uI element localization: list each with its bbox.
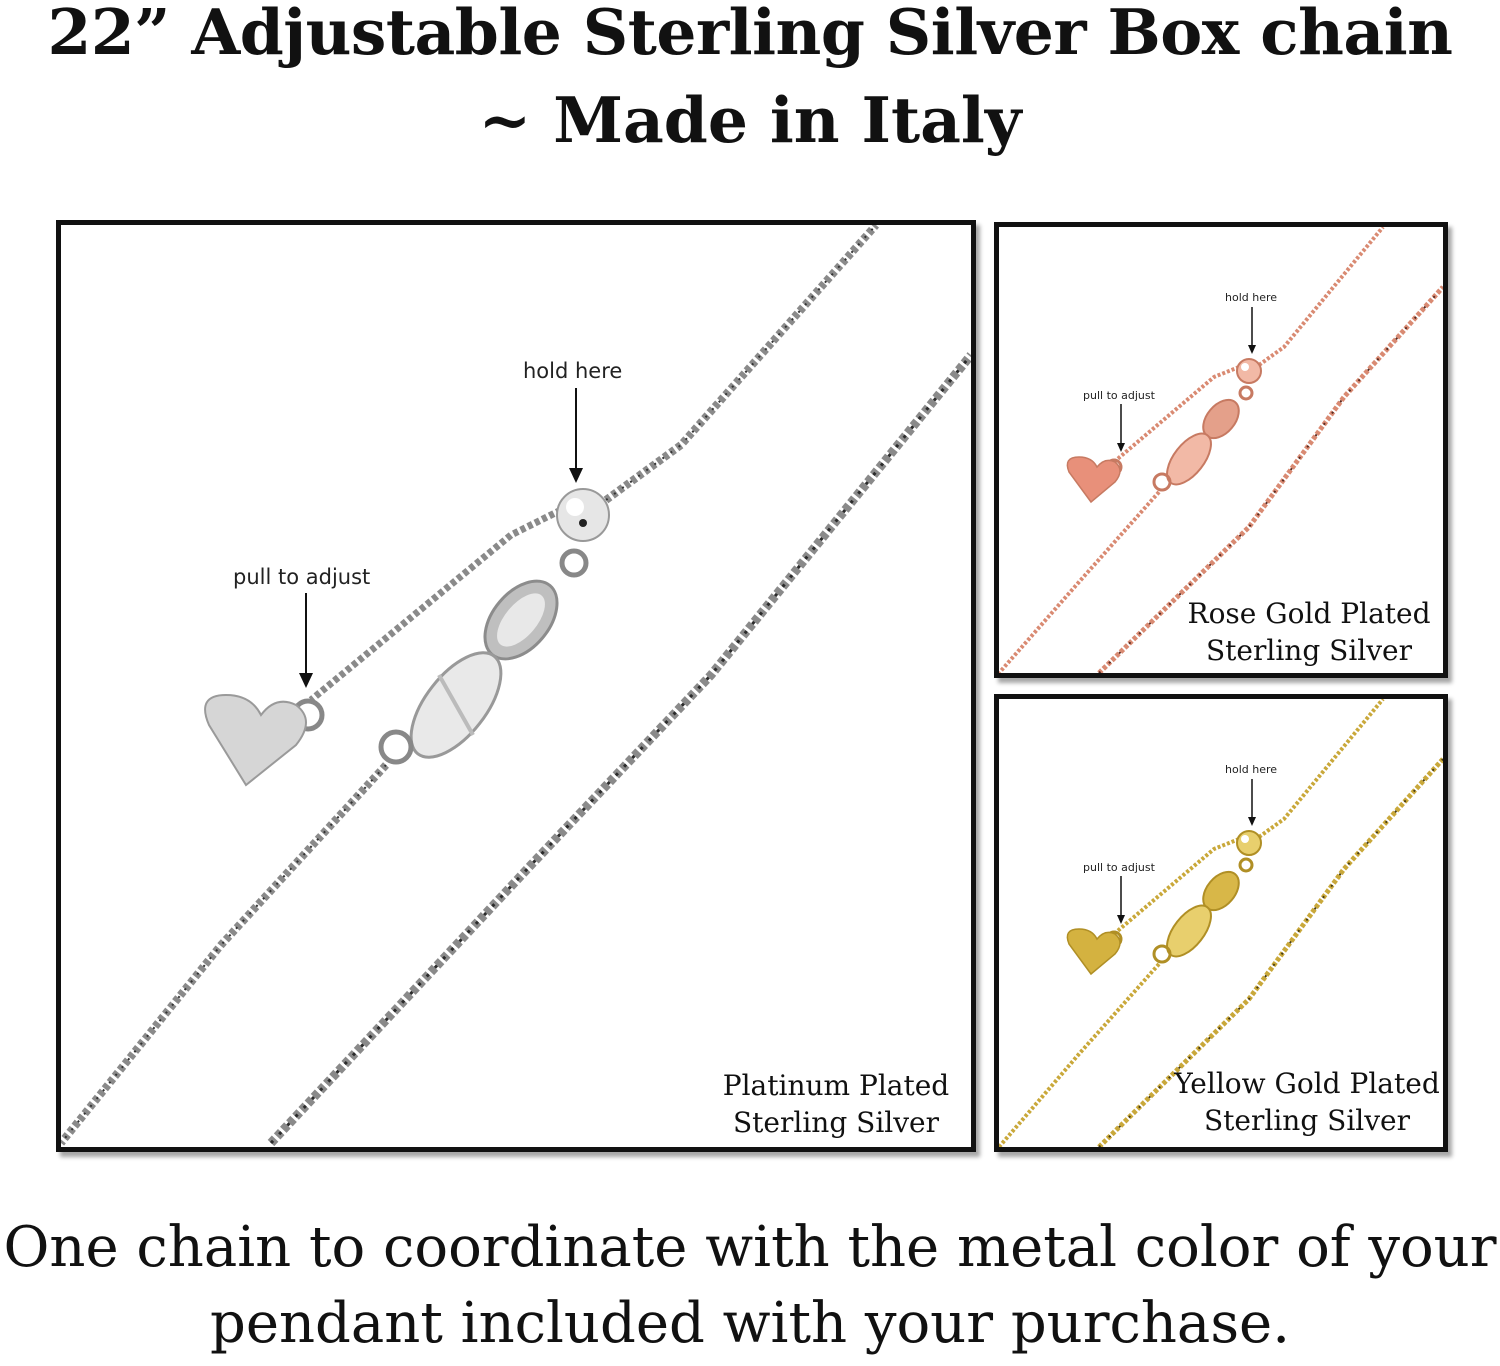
rose-caption-line-1: Rose Gold Plated <box>1187 597 1431 630</box>
rose-pull-arrow <box>1117 443 1125 452</box>
platinum-caption-line-2: Sterling Silver <box>732 1106 940 1139</box>
rose-caption-line-2: Sterling Silver <box>1205 634 1413 667</box>
platinum-caption: Platinum Plated Sterling Silver <box>701 1067 971 1141</box>
rose-gold-caption: Rose Gold Plated Sterling Silver <box>1179 595 1439 669</box>
yellow-chain-strand-top <box>1257 699 1385 839</box>
rose-chain-strand-back <box>1097 285 1443 673</box>
footer-line-2: pendant included with your purchase. <box>210 1291 1290 1356</box>
title-line-2: ~ Made in Italy <box>478 83 1022 157</box>
rose-pull-label: pull to adjust <box>1083 389 1155 402</box>
platinum-chain-illustration <box>61 225 971 1147</box>
footer-text: One chain to coordinate with the metal c… <box>0 1218 1500 1354</box>
yellow-heart-charm <box>1066 928 1121 976</box>
yellow-slider-bead <box>1236 830 1262 856</box>
rose-chain-strand-front <box>999 490 1161 673</box>
rose-heart-charm <box>1066 456 1121 504</box>
yellow-chain-tail <box>1112 837 1240 936</box>
platinum-heart-charm <box>204 693 307 787</box>
yellow-pull-label: pull to adjust <box>1083 861 1155 874</box>
yellow-pull-arrow <box>1117 915 1125 924</box>
rose-chain-tail <box>1112 365 1240 464</box>
yellow-gold-caption: Yellow Gold Plated Sterling Silver <box>1171 1065 1443 1139</box>
yellow-hold-arrow <box>1248 817 1256 826</box>
rose-gold-chain-illustration <box>999 227 1443 673</box>
rose-hold-arrow <box>1248 345 1256 354</box>
yellow-gold-panel: hold here pull to adjust Yellow Gold Pla… <box>994 694 1448 1152</box>
yellow-chain-strand-back <box>1097 757 1443 1147</box>
platinum-hold-arrow <box>569 468 583 483</box>
platinum-pull-arrow <box>299 673 313 688</box>
rose-gold-panel: hold here pull to adjust Rose Gold Plate… <box>994 222 1448 678</box>
platinum-hold-label: hold here <box>523 359 623 383</box>
platinum-chain-tail <box>308 506 563 703</box>
platinum-chain-strand-top <box>603 225 879 504</box>
yellow-caption-line-1: Yellow Gold Plated <box>1174 1067 1440 1100</box>
rose-chain-strand-top <box>1257 227 1385 367</box>
yellow-caption-line-2: Sterling Silver <box>1203 1104 1411 1137</box>
footer-line-1: One chain to coordinate with the metal c… <box>3 1215 1497 1280</box>
yellow-chain-strand-front <box>999 962 1161 1147</box>
yellow-hold-label: hold here <box>1225 763 1278 776</box>
platinum-chain-strand-front <box>61 762 389 1146</box>
platinum-panel: hold here pull to adjust Platinum Plated… <box>56 220 976 1152</box>
rose-slider-bead <box>1236 358 1262 384</box>
platinum-caption-line-1: Platinum Plated <box>722 1069 950 1102</box>
page-title: 22” Adjustable Sterling Silver Box chain… <box>0 0 1500 154</box>
platinum-chain-strand-back <box>267 352 971 1147</box>
yellow-gold-chain-illustration <box>999 699 1443 1147</box>
platinum-pull-label: pull to adjust <box>233 565 371 589</box>
platinum-slider-bead <box>556 488 610 542</box>
rose-hold-label: hold here <box>1225 291 1278 304</box>
title-line-1: 22” Adjustable Sterling Silver Box chain <box>47 0 1453 69</box>
